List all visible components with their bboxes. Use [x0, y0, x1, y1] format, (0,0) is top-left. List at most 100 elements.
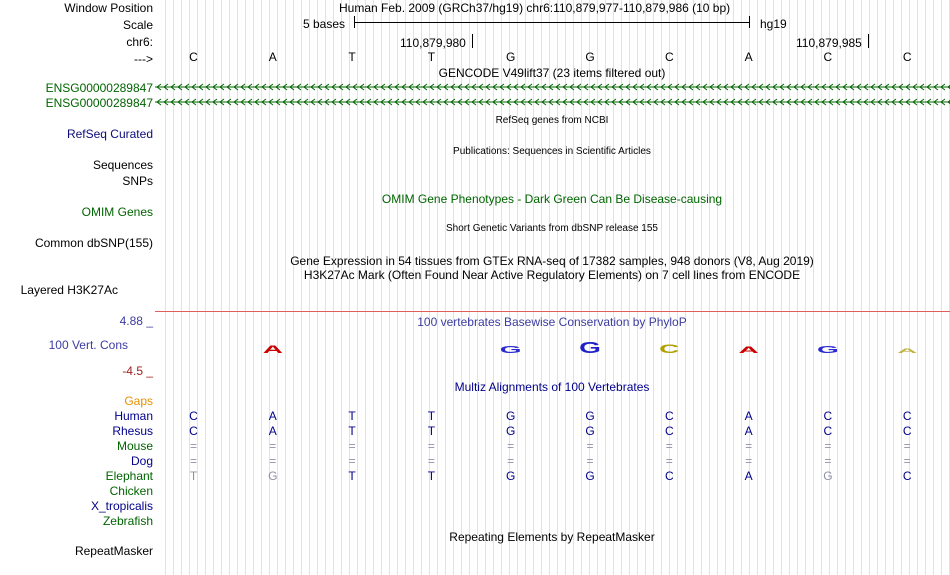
gridline	[181, 0, 182, 575]
alignment-base: T	[348, 469, 356, 483]
dbsnp-track-label[interactable]: Common dbSNP(155)	[34, 236, 153, 250]
gridline	[733, 0, 734, 575]
base-letter: C	[902, 50, 912, 64]
alignment-base: C	[902, 469, 912, 483]
base-letter: C	[664, 50, 674, 64]
alignment-base: G	[585, 424, 595, 438]
gridline	[317, 0, 318, 575]
logo-letter: A	[263, 343, 283, 355]
base-letter: C	[823, 50, 833, 64]
gridline	[805, 0, 806, 575]
gencode-item-label-2[interactable]: ENSG00000289847	[45, 96, 153, 110]
gridline	[397, 0, 398, 575]
gridline	[653, 0, 654, 575]
alignment-base: =	[507, 439, 515, 453]
gridline	[357, 0, 358, 575]
gridline	[469, 0, 470, 575]
alignment-base: T	[427, 409, 436, 423]
gridline	[933, 0, 934, 575]
dbsnp-track-title: Short Genetic Variants from dbSNP releas…	[446, 223, 658, 234]
h3k27ac-track-label[interactable]: Layered H3K27Ac	[20, 283, 118, 297]
logo-letter: A	[897, 348, 918, 355]
assembly-label: hg19	[760, 17, 787, 31]
alignment-base: T	[427, 469, 436, 483]
gridline	[637, 0, 638, 575]
species-label-zebrafish[interactable]: Zebrafish	[102, 514, 153, 528]
repeatmasker-track-title: Repeating Elements by RepeatMasker	[449, 530, 655, 544]
gridline	[445, 0, 446, 575]
gencode-gene-line-1[interactable]	[155, 82, 950, 92]
gridline	[845, 0, 846, 575]
logo-letter: C	[659, 343, 679, 356]
alignment-base: A	[268, 424, 277, 438]
gridline	[589, 0, 590, 575]
alignment-base: =	[745, 454, 753, 468]
logo-letter: G	[579, 338, 601, 356]
cons-track-title: 100 vertebrates Basewise Conservation by…	[417, 315, 687, 329]
gridline	[829, 0, 830, 575]
species-label-rhesus[interactable]: Rhesus	[112, 424, 153, 438]
gridline	[261, 0, 262, 575]
species-label-elephant[interactable]: Elephant	[105, 469, 153, 483]
gridline	[869, 0, 870, 575]
gridline	[309, 0, 310, 575]
logo-letter: G	[500, 344, 522, 355]
gridline	[613, 0, 614, 575]
alignment-base: A	[268, 409, 277, 423]
gridline	[717, 0, 718, 575]
logo-letter: A	[738, 345, 758, 355]
gridline	[677, 0, 678, 575]
gridline	[245, 0, 246, 575]
gridline	[877, 0, 878, 575]
species-label-chicken[interactable]: Chicken	[109, 484, 153, 498]
species-label-human[interactable]: Human	[114, 409, 153, 423]
gridline	[765, 0, 766, 575]
gridline	[221, 0, 222, 575]
base-letter: A	[744, 50, 753, 64]
alignment-base: =	[586, 454, 594, 468]
track-data-panel[interactable]: Human Feb. 2009 (GRCh37/hg19) chr6:110,8…	[155, 0, 950, 575]
snps-track-label[interactable]: SNPs	[122, 174, 153, 188]
refseq-track-label[interactable]: RefSeq Curated	[66, 127, 153, 141]
gridline	[789, 0, 790, 575]
alignment-base: =	[189, 439, 198, 453]
gridline	[693, 0, 694, 575]
species-label-xtropicalis[interactable]: X_tropicalis	[90, 499, 153, 513]
gridline	[701, 0, 702, 575]
gridline	[301, 0, 302, 575]
gencode-item-label-1[interactable]: ENSG00000289847	[45, 81, 153, 95]
gridline	[621, 0, 622, 575]
gridline	[661, 0, 662, 575]
gridline	[229, 0, 230, 575]
gencode-gene-line-2[interactable]	[155, 97, 950, 107]
gridline	[773, 0, 774, 575]
gridline	[901, 0, 902, 575]
alignment-base: =	[189, 454, 198, 468]
cons-track-label[interactable]: 100 Vert. Cons	[48, 338, 128, 352]
sequences-track-label[interactable]: Sequences	[92, 158, 153, 172]
species-label-dog[interactable]: Dog	[130, 454, 153, 468]
omim-track-label[interactable]: OMIM Genes	[81, 205, 153, 219]
gridline	[605, 0, 606, 575]
gridline	[197, 0, 198, 575]
alignment-base: =	[586, 439, 594, 453]
alignment-base: C	[902, 424, 912, 438]
gridline	[253, 0, 254, 575]
repeatmasker-track-label[interactable]: RepeatMasker	[74, 544, 153, 558]
gridline	[509, 0, 510, 575]
gridline	[757, 0, 758, 575]
alignment-base: C	[664, 469, 674, 483]
omim-track-title: OMIM Gene Phenotypes - Dark Green Can Be…	[381, 192, 723, 206]
base-letter: T	[348, 50, 356, 64]
gridline	[237, 0, 238, 575]
gridline	[821, 0, 822, 575]
alignment-base: =	[269, 454, 277, 468]
gridline	[373, 0, 374, 575]
species-label-mouse[interactable]: Mouse	[116, 439, 153, 453]
gridline	[917, 0, 918, 575]
alignment-base: =	[348, 439, 356, 453]
alignment-base: G	[268, 469, 278, 483]
gaps-label: Gaps	[124, 394, 153, 408]
